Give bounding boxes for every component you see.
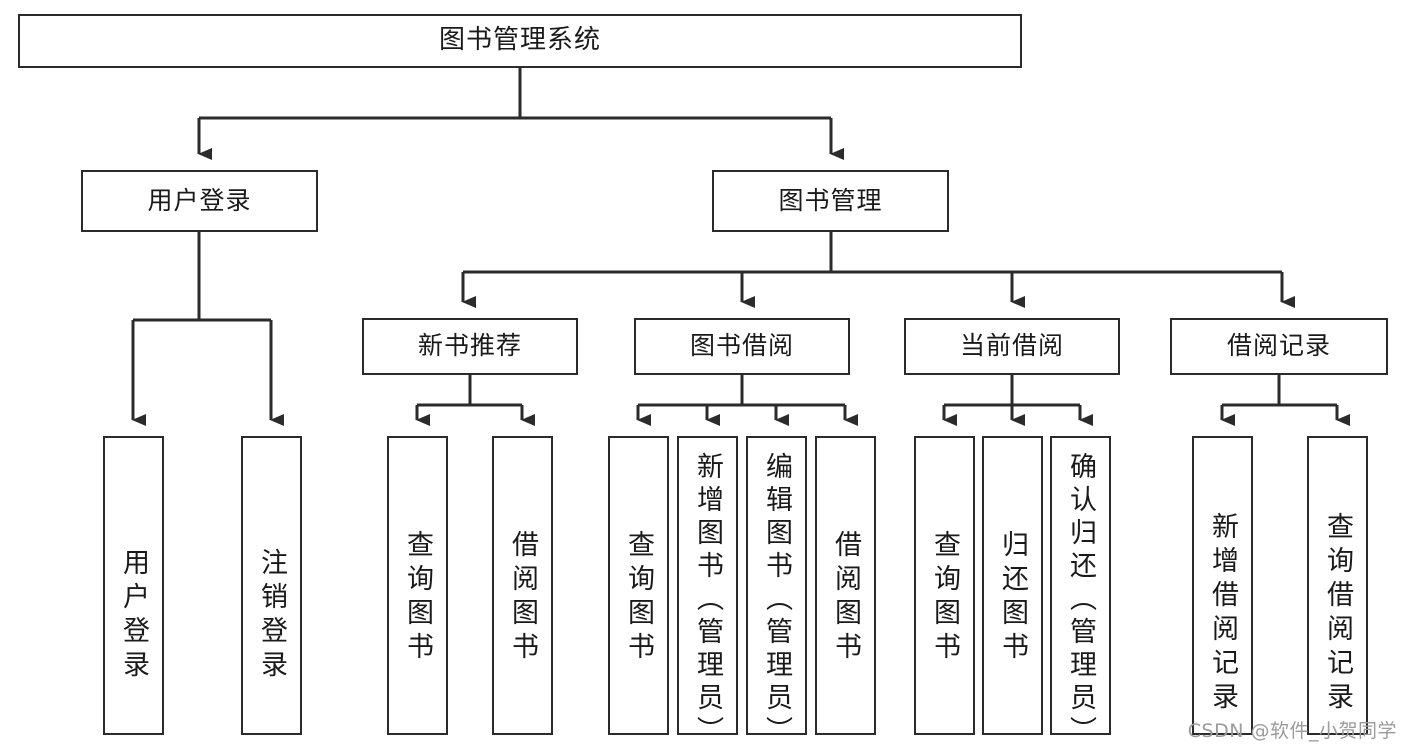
leaf-label: 用户登录 xyxy=(118,548,149,684)
leaf-current-return-book[interactable]: 归还图书 xyxy=(982,436,1043,735)
csdn-watermark: CSDN @软件_小贺同学 xyxy=(1187,720,1397,742)
node-root-label: 图书管理系统 xyxy=(438,25,601,56)
leaf-label: 查询图书 xyxy=(623,530,654,666)
leaf-label: 查询图书 xyxy=(929,530,960,666)
leaf-record-query-record[interactable]: 查询借阅记录 xyxy=(1307,436,1368,735)
node-new-book-recommend-label: 新书推荐 xyxy=(417,331,522,361)
leaf-label: 借阅图书 xyxy=(507,530,538,666)
node-borrow-record-label: 借阅记录 xyxy=(1226,331,1331,361)
leaf-current-query-book[interactable]: 查询图书 xyxy=(914,436,975,735)
leaf-borrow-edit-book-admin[interactable]: 编辑图书（管理员） xyxy=(746,436,807,747)
leaf-borrow-add-book-admin[interactable]: 新增图书（管理员） xyxy=(677,436,738,747)
leaf-label: 查询借阅记录 xyxy=(1322,512,1353,716)
node-user-login[interactable]: 用户登录 xyxy=(81,170,318,232)
node-book-management-label: 图书管理 xyxy=(778,185,883,215)
leaf-borrow-query-book[interactable]: 查询图书 xyxy=(608,436,669,735)
node-root[interactable]: 图书管理系统 xyxy=(18,14,1022,68)
node-current-borrow-label: 当前借阅 xyxy=(959,331,1064,361)
leaf-label: 查询图书 xyxy=(402,530,433,666)
node-book-borrow[interactable]: 图书借阅 xyxy=(634,318,850,375)
leaf-label: 新增图书（管理员） xyxy=(692,452,723,747)
leaf-label: 确认归还（管理员） xyxy=(1065,452,1096,747)
leaf-label: 借阅图书 xyxy=(830,530,861,666)
node-user-login-label: 用户登录 xyxy=(147,185,252,215)
leaf-borrow-borrow-book[interactable]: 借阅图书 xyxy=(815,436,876,735)
leaf-label: 归还图书 xyxy=(997,530,1028,666)
node-new-book-recommend[interactable]: 新书推荐 xyxy=(362,318,578,375)
leaf-new-book-borrow[interactable]: 借阅图书 xyxy=(492,436,553,735)
leaf-user-login-login[interactable]: 用户登录 xyxy=(103,436,164,735)
node-borrow-record[interactable]: 借阅记录 xyxy=(1170,318,1388,375)
leaf-label: 新增借阅记录 xyxy=(1207,512,1238,716)
node-current-borrow[interactable]: 当前借阅 xyxy=(904,318,1120,375)
node-book-management[interactable]: 图书管理 xyxy=(712,170,949,232)
node-book-borrow-label: 图书借阅 xyxy=(689,331,794,361)
leaf-new-book-query[interactable]: 查询图书 xyxy=(387,436,448,735)
leaf-user-login-logout[interactable]: 注销登录 xyxy=(241,436,302,735)
leaf-label: 编辑图书（管理员） xyxy=(761,452,792,747)
leaf-current-confirm-return-admin[interactable]: 确认归还（管理员） xyxy=(1050,436,1111,747)
leaf-record-add-record[interactable]: 新增借阅记录 xyxy=(1192,436,1253,735)
leaf-label: 注销登录 xyxy=(256,548,287,684)
